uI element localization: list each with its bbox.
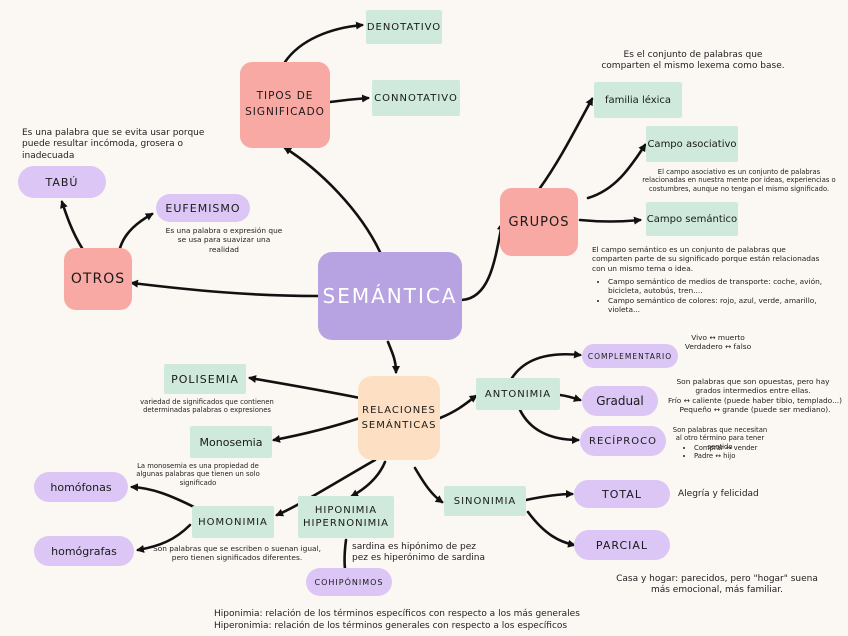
complementario-examples: Vivo ↔ muerto Verdadero ↔ falso xyxy=(684,333,752,352)
arrow-relaciones-antonimia xyxy=(438,394,478,420)
gradual-definition: Son palabras que son opuestas, pero hay … xyxy=(676,377,830,396)
arrow-otros-tabu xyxy=(60,200,84,250)
arrow-relaciones-hiponimia xyxy=(350,460,387,498)
example-item: Campo semántico de medios de transporte:… xyxy=(608,277,844,296)
node-cohiponimos[interactable]: COHIPÓNIMOS xyxy=(306,568,392,596)
node-campo-semantico[interactable]: Campo semántico xyxy=(646,202,738,236)
reciproco-example-item: Padre ↔ hijo xyxy=(694,452,800,460)
arrow-grupos-asociativo xyxy=(586,143,647,200)
reciproco-definition: Son palabras que necesitan al otro térmi… xyxy=(672,426,768,451)
arrow-sinonimia-total xyxy=(524,490,574,502)
parcial-example: Casa y hogar: parecidos, pero "hogar" su… xyxy=(616,574,818,596)
node-hiponimia-hipernonimia[interactable]: HIPONIMIA HIPERNONIMIA xyxy=(298,496,394,538)
node-monosemia[interactable]: Monosemia xyxy=(190,426,272,458)
hiponimia-definition: Hiponimia: relación de los términos espe… xyxy=(214,609,580,619)
arrow-center-grupos xyxy=(460,222,505,302)
arrow-homonimia-homofonas xyxy=(130,483,198,510)
hiperonimia-definition: Hiperonimia: relación de los términos ge… xyxy=(214,621,568,631)
arrow-antonimia-reciproco xyxy=(518,408,580,444)
node-campo-asociativo[interactable]: Campo asociativo xyxy=(646,126,738,162)
node-gradual[interactable]: Gradual xyxy=(582,386,658,416)
campo-asociativo-definition: El campo asociativo es un conjunto de pa… xyxy=(642,168,836,193)
node-familia-lexica[interactable]: familia léxica xyxy=(594,82,682,118)
homonimia-definition: Son palabras que se escriben o suenan ig… xyxy=(153,544,321,563)
node-tipos-de-significado[interactable]: TIPOS DE SIGNIFICADO xyxy=(240,62,330,148)
arrow-relaciones-monosemia xyxy=(272,416,362,443)
node-antonimia[interactable]: ANTONIMIA xyxy=(476,378,560,410)
gradual-examples: Frío ↔ caliente (puede haber tibio, temp… xyxy=(667,396,843,415)
reciproco-example-item: Comprar ↔ vender xyxy=(694,444,800,452)
monosemia-definition: La monosemia es una propiedad de algunas… xyxy=(136,462,260,487)
hiponimia-example: sardina es hipónimo de pez pez es hiperó… xyxy=(352,542,486,564)
arrow-relaciones-polisemia xyxy=(248,375,362,400)
arrow-antonimia-gradual xyxy=(558,393,582,402)
node-denotativo[interactable]: DENOTATIVO xyxy=(366,10,442,44)
node-tabu[interactable]: TABÚ xyxy=(18,166,106,198)
node-grupos[interactable]: GRUPOS xyxy=(500,188,578,256)
node-total[interactable]: TOTAL xyxy=(574,480,670,508)
node-connotativo[interactable]: CONNOTATIVO xyxy=(372,80,460,116)
arrow-grupos-familia xyxy=(538,97,594,190)
campo-semantico-examples: Campo semántico de medios de transporte:… xyxy=(594,277,844,314)
node-homofonas[interactable]: homófonas xyxy=(34,472,128,502)
node-reciproco[interactable]: RECÍPROCO xyxy=(580,426,666,456)
tabu-definition: Es una palabra que se evita usar porque … xyxy=(22,128,205,161)
arrow-center-otros xyxy=(130,279,320,298)
arrow-tipos-denotativo xyxy=(283,21,364,64)
polisemia-definition: variedad de significados que contienen d… xyxy=(140,398,274,415)
node-relaciones-semanticas[interactable]: RELACIONES SEMÁNTICAS xyxy=(358,376,440,460)
arrow-center-tipos xyxy=(283,146,382,254)
campo-semantico-definition: El campo semántico es un conjunto de pal… xyxy=(592,245,820,273)
node-sinonimia[interactable]: SINONIMIA xyxy=(444,486,526,516)
node-polisemia[interactable]: POLISEMIA xyxy=(164,364,246,394)
arrow-tipos-connotativo xyxy=(328,94,370,104)
example-item: Campo semántico de colores: rojo, azul, … xyxy=(608,296,844,315)
arrow-grupos-semantico xyxy=(578,216,642,225)
total-example: Alegría y felicidad xyxy=(678,489,759,499)
arrow-relaciones-sinonimia xyxy=(413,466,444,504)
arrow-sinonimia-parcial xyxy=(526,510,576,548)
eufemismo-definition: Es una palabra o expresión que se usa pa… xyxy=(165,226,283,254)
node-homonimia[interactable]: HOMONIMIA xyxy=(192,506,274,538)
reciproco-examples: Comprar ↔ vender Padre ↔ hijo xyxy=(680,444,800,461)
arrow-otros-eufemismo xyxy=(118,212,154,250)
familia-lexica-definition: Es el conjunto de palabras que comparten… xyxy=(601,50,785,72)
arrow-antonimia-complementario xyxy=(510,350,582,380)
node-eufemismo[interactable]: EUFEMISMO xyxy=(156,194,250,222)
arrow-center-relaciones xyxy=(386,340,400,374)
arrow-relaciones-homonimia xyxy=(275,458,377,517)
central-node-semantica[interactable]: SEMÁNTICA xyxy=(318,252,462,340)
node-otros[interactable]: OTROS xyxy=(64,248,132,310)
node-parcial[interactable]: PARCIAL xyxy=(574,530,670,560)
node-complementario[interactable]: COMPLEMENTARIO xyxy=(582,344,678,368)
node-homografas[interactable]: homógrafas xyxy=(34,536,134,566)
arrow-homonimia-homografas xyxy=(136,523,192,553)
